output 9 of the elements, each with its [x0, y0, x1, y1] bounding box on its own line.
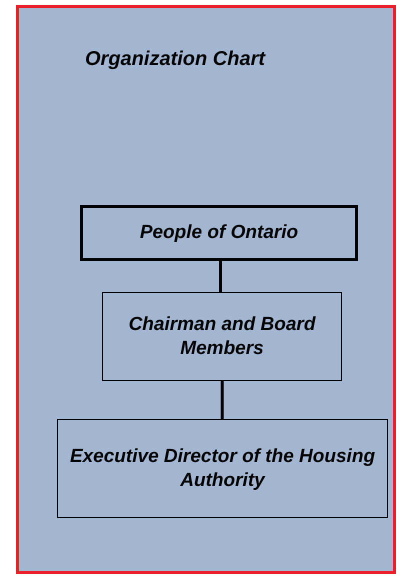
title: Organization Chart [85, 48, 266, 71]
org-box [102, 292, 342, 381]
box-label: Chairman and Board Members [128, 312, 317, 360]
box-label: People of Ontario [140, 221, 298, 245]
connector-line [219, 261, 222, 292]
org-box [57, 419, 388, 518]
org-box [80, 205, 358, 261]
box-label: Executive Director of the Housing Authority [68, 444, 376, 492]
connector-line [220, 381, 224, 419]
